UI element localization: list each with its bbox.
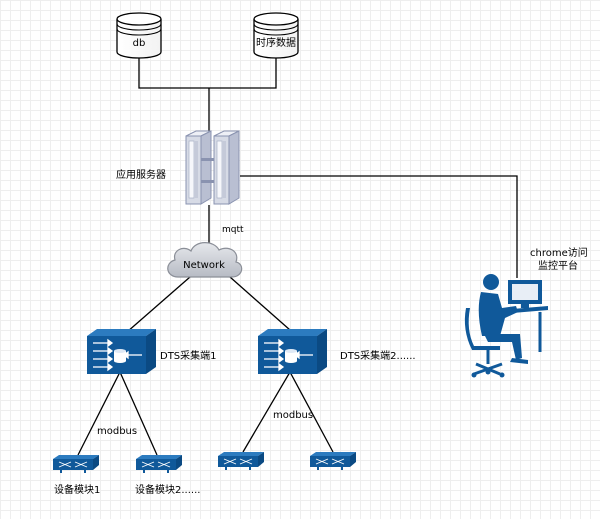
device2-label: 设备模块2...... (135, 483, 200, 496)
timeseries-label: 时序数据 (256, 36, 296, 49)
device-module-icon[interactable] (310, 452, 356, 470)
network-node[interactable]: Network (167, 242, 243, 278)
database-icon (116, 12, 162, 59)
modbus-left-edge-label: modbus (97, 426, 137, 437)
mqtt-edge-label: mqtt (222, 225, 244, 235)
db-node[interactable]: db (116, 12, 162, 59)
user-at-computer-icon (464, 274, 548, 378)
modbus-right-edge-label: modbus (273, 410, 313, 421)
device-modules (53, 452, 356, 473)
timeseries-node[interactable]: 时序数据 (253, 12, 299, 59)
edge-dts1-to-device2 (119, 371, 158, 456)
edge-db-to-bus (138, 58, 277, 89)
edge-server-to-client (240, 175, 518, 278)
device-module-icon[interactable] (53, 455, 99, 473)
edge-network-to-dts1 (126, 276, 191, 333)
app-server-label: 应用服务器 (116, 168, 166, 181)
db-label: db (133, 38, 146, 49)
switch-icon (258, 329, 327, 374)
dts2-node[interactable]: DTS采集端2...... (258, 329, 416, 374)
edge-network-to-dts2 (229, 276, 291, 331)
network-label: Network (183, 260, 225, 271)
dts1-node[interactable]: DTS采集端1 (87, 329, 217, 374)
client-label-line1: chrome访问 (530, 246, 588, 259)
dts1-label: DTS采集端1 (160, 349, 217, 362)
database-icon (253, 12, 299, 59)
app-server-node[interactable]: 应用服务器 (116, 130, 240, 205)
device-module-icon[interactable] (136, 455, 182, 473)
switch-icon (87, 329, 156, 374)
edge-dts2-to-device4 (289, 371, 334, 453)
edge-dts2-to-device3 (242, 371, 291, 453)
dts2-label: DTS采集端2...... (340, 349, 416, 362)
edge-dts1-to-device1 (77, 371, 121, 456)
device-module-icon[interactable] (218, 452, 264, 470)
client-label-line2: 监控平台 (538, 259, 578, 272)
device1-label: 设备模块1 (54, 483, 100, 496)
client-node[interactable]: chrome访问 监控平台 (464, 246, 588, 378)
server-icon (185, 130, 240, 205)
cloud-icon (167, 242, 243, 278)
connectors (77, 58, 518, 456)
